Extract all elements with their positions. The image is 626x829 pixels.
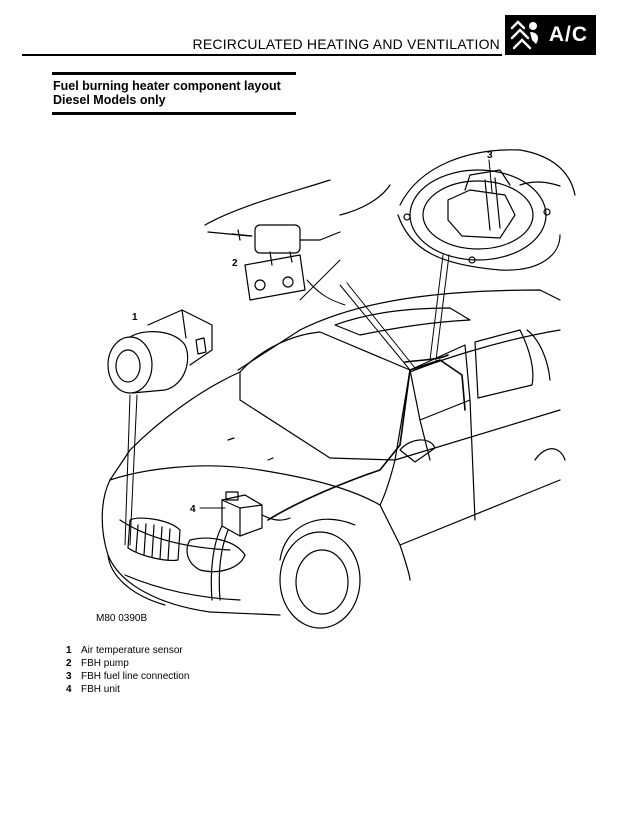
fuel-line-connection-drawing [397,149,576,271]
legend-number: 2 [66,658,72,669]
section-title: Fuel burning heater component layout Die… [53,79,297,107]
fan-flow-icon [510,20,538,50]
callout-3: 3 [487,150,493,161]
section-badge: A/C [505,15,596,55]
section-title-line-2: Diesel Models only [53,93,166,107]
header-rule [22,54,502,56]
section-rule-bottom [52,112,296,115]
legend-label: Air temperature sensor [81,645,183,656]
callout-4: 4 [190,504,196,515]
legend-item: 2 FBH pump [66,657,189,670]
badge-label: A/C [548,23,588,46]
section-title-line-1: Fuel burning heater component layout [53,79,281,93]
callout-1: 1 [132,312,138,323]
legend-item: 4 FBH unit [66,683,189,696]
legend-number: 1 [66,645,72,656]
legend-number: 3 [66,671,72,682]
component-legend: 1 Air temperature sensor 2 FBH pump 3 FB… [66,644,189,696]
car-outline [101,289,566,629]
legend-label: FBH unit [81,684,120,695]
legend-label: FBH pump [81,658,129,669]
section-rule-top [52,72,296,75]
fbh-pump-drawing [204,179,391,301]
fuel-line [267,354,466,521]
air-temperature-sensor-drawing [107,309,213,394]
page-header-title: RECIRCULATED HEATING AND VENTILATION [192,36,500,52]
figure-reference: M80 0390B [96,613,148,624]
legend-item: 1 Air temperature sensor [66,644,189,657]
legend-label: FBH fuel line connection [81,671,190,682]
callout-2: 2 [232,258,238,269]
leader-lines [124,159,493,546]
legend-number: 4 [66,684,72,695]
legend-item: 3 FBH fuel line connection [66,670,189,683]
component-layout-illustration: 1 2 3 4 [101,149,576,629]
fbh-unit-drawing [210,491,291,601]
